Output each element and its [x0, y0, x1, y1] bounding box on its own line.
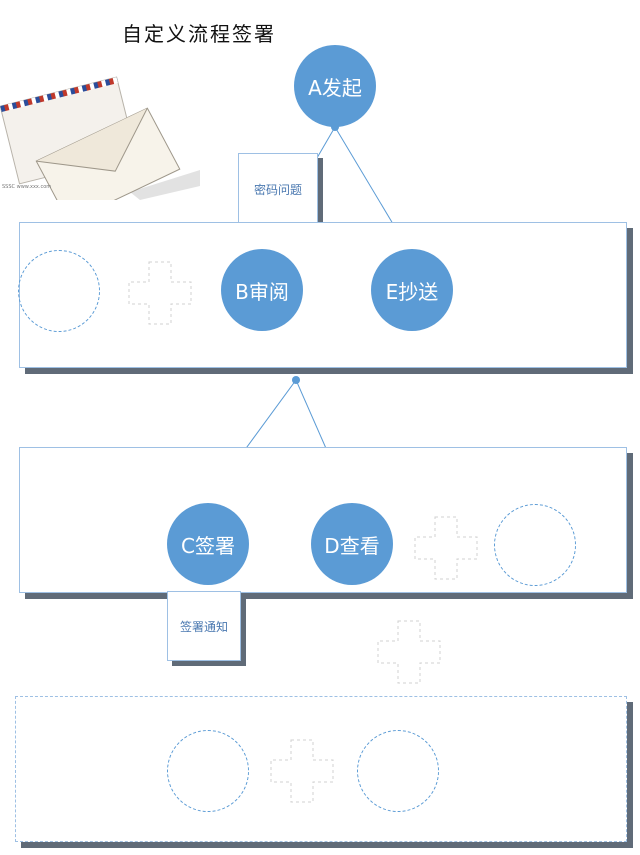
- placeholder-circle-4[interactable]: [357, 730, 439, 812]
- add-step-plus-icon-2[interactable]: [413, 515, 479, 581]
- note-sign-notify[interactable]: 签署通知: [167, 591, 241, 661]
- envelope-caption: SSSC www.xxx.com: [2, 184, 51, 190]
- node-c-sign[interactable]: C签署: [167, 503, 249, 585]
- envelope-icon: SSSC www.xxx.com: [0, 76, 200, 200]
- stage-band-1: [19, 222, 627, 368]
- node-b-review[interactable]: B审阅: [221, 249, 303, 331]
- placeholder-circle-2[interactable]: [494, 504, 576, 586]
- note-password[interactable]: 密码问题: [238, 153, 318, 225]
- node-e-cc[interactable]: E抄送: [371, 249, 453, 331]
- node-a-initiate[interactable]: A发起: [294, 45, 376, 127]
- stage-band-3: [15, 696, 627, 842]
- placeholder-circle-3[interactable]: [167, 730, 249, 812]
- placeholder-circle-1[interactable]: [18, 250, 100, 332]
- node-d-view[interactable]: D查看: [311, 503, 393, 585]
- add-step-plus-icon-4[interactable]: [269, 738, 335, 804]
- page-title: 自定义流程签署: [122, 22, 276, 46]
- add-step-plus-icon-3[interactable]: [376, 619, 442, 685]
- add-step-plus-icon-1[interactable]: [127, 260, 193, 326]
- junction-dot-middle: [292, 376, 300, 384]
